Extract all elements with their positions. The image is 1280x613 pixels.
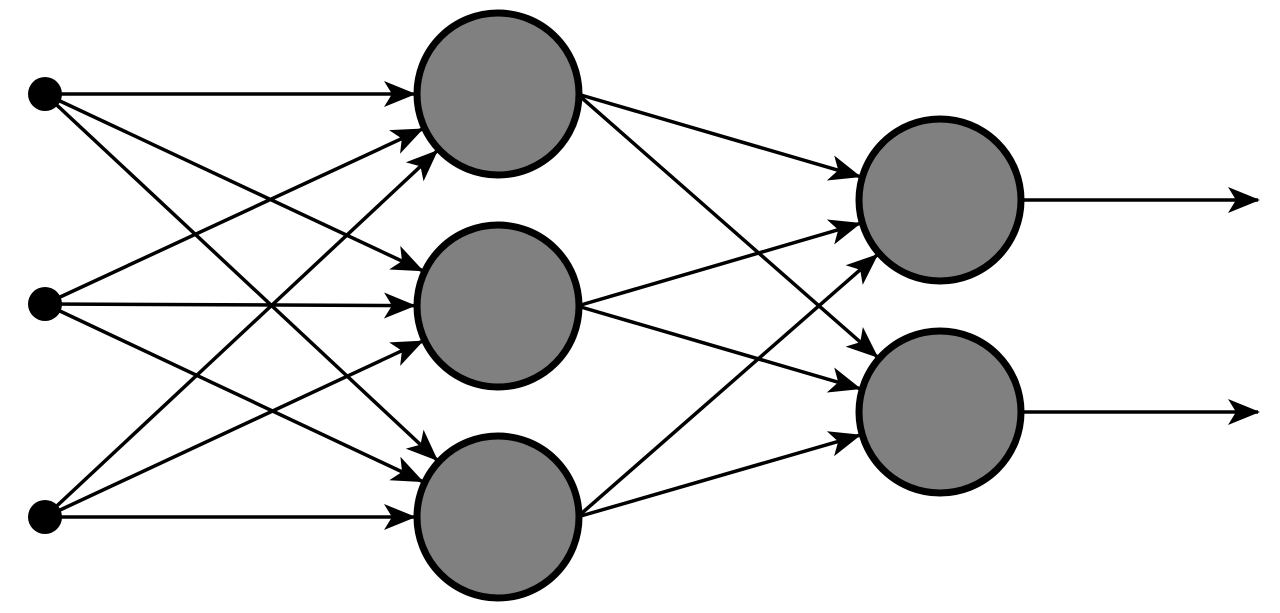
edge-input-2-to-hidden-1 bbox=[44, 127, 424, 306]
edge-hidden-1-to-output-2 bbox=[576, 92, 879, 358]
edge-input-3-to-hidden-1 bbox=[43, 149, 439, 519]
edge-hidden-3-to-output-2 bbox=[576, 431, 862, 519]
hidden-neuron-2 bbox=[413, 221, 583, 391]
input-node-2 bbox=[28, 287, 62, 321]
edge-input-3-to-hidden-2 bbox=[44, 339, 424, 519]
input-node-3 bbox=[28, 500, 62, 534]
edge-input-2-to-hidden-2 bbox=[44, 292, 417, 319]
output-neuron-1 bbox=[855, 115, 1025, 285]
edge-input-2-to-hidden-3 bbox=[44, 302, 424, 483]
connections-group bbox=[43, 81, 1260, 530]
edge-hidden-3-to-output-1 bbox=[576, 253, 879, 519]
edge-hidden-2-to-output-2 bbox=[576, 304, 862, 393]
output-neuron-2 bbox=[855, 327, 1025, 497]
hidden-neuron-1 bbox=[413, 9, 583, 179]
edge-input-1-to-hidden-3 bbox=[43, 92, 439, 462]
input-node-1 bbox=[28, 77, 62, 111]
edge-hidden-2-to-output-1 bbox=[576, 219, 862, 308]
edge-hidden-1-to-output-1 bbox=[576, 92, 862, 181]
edge-input-1-to-hidden-2 bbox=[44, 92, 424, 272]
hidden-neuron-3 bbox=[413, 432, 583, 602]
nodes-group bbox=[28, 9, 1025, 602]
